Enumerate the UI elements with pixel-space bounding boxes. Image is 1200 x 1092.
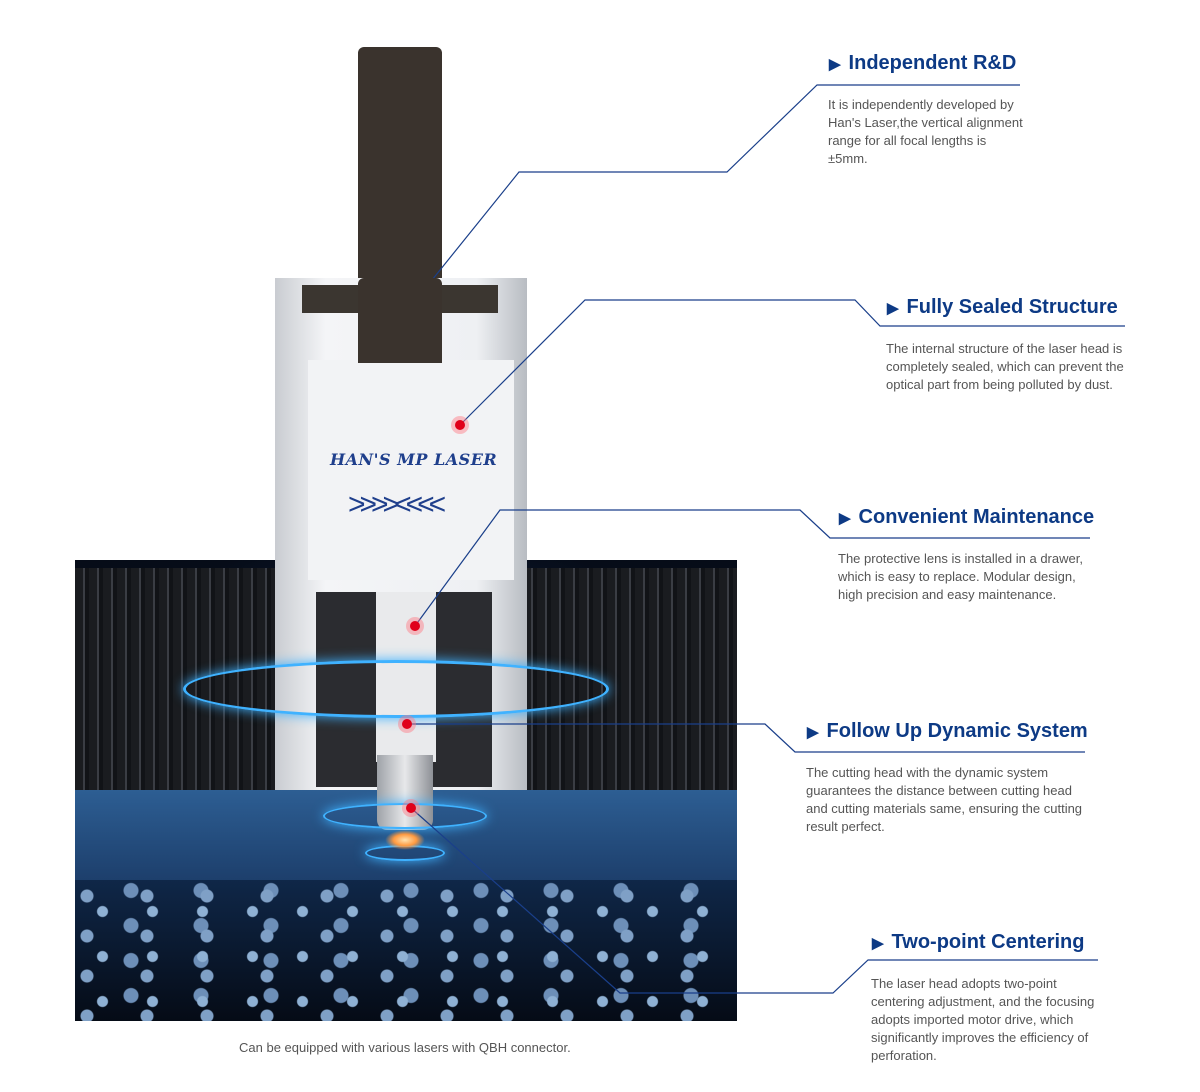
metal-chips <box>75 880 737 1021</box>
feature-text: The internal structure of the laser head… <box>886 341 1124 392</box>
triangle-right-icon: ▶ <box>807 724 819 741</box>
hotspot-dot <box>406 803 416 813</box>
dynamic-ring <box>183 660 609 718</box>
leader-line-4 <box>407 723 1085 753</box>
triangle-right-icon: ▶ <box>872 935 884 952</box>
hotspot-dot <box>402 719 412 729</box>
leader-line-3 <box>414 509 1090 627</box>
triangle-right-icon: ▶ <box>887 300 899 317</box>
photo-caption: Can be equipped with various lasers with… <box>239 1040 571 1055</box>
feature-text: The cutting head with the dynamic system… <box>806 765 1083 834</box>
leader-line-1 <box>402 84 1020 317</box>
hotspot-dot <box>410 621 420 631</box>
feature-text: It is independently developed by Han's L… <box>828 97 1023 166</box>
feature-text: The protective lens is installed in a dr… <box>838 551 1083 602</box>
feature-title: ▶Fully Sealed Structure <box>887 296 1118 318</box>
leader-line-5 <box>410 807 1098 994</box>
feature-title: ▶Follow Up Dynamic System <box>807 720 1088 742</box>
feature-title: ▶Convenient Maintenance <box>839 506 1095 528</box>
triangle-right-icon: ▶ <box>829 56 841 73</box>
beam-front <box>358 278 442 363</box>
feature-text: The laser head adopts two-point centerin… <box>871 976 1095 1063</box>
triangle-right-icon: ▶ <box>839 510 851 527</box>
feature-title: ▶Two-point Centering <box>872 931 1085 953</box>
front-panel <box>308 360 514 580</box>
brand-chevron-mark: >>>><<<< <box>348 488 446 521</box>
brand-logo: HAN'S MP LASER <box>330 450 498 469</box>
nozzle-ring <box>323 803 487 829</box>
leader-line-2 <box>459 299 1125 426</box>
hotspot-dot <box>455 420 465 430</box>
feature-title: ▶Independent R&D <box>829 52 1017 74</box>
laser-spark <box>385 830 425 850</box>
